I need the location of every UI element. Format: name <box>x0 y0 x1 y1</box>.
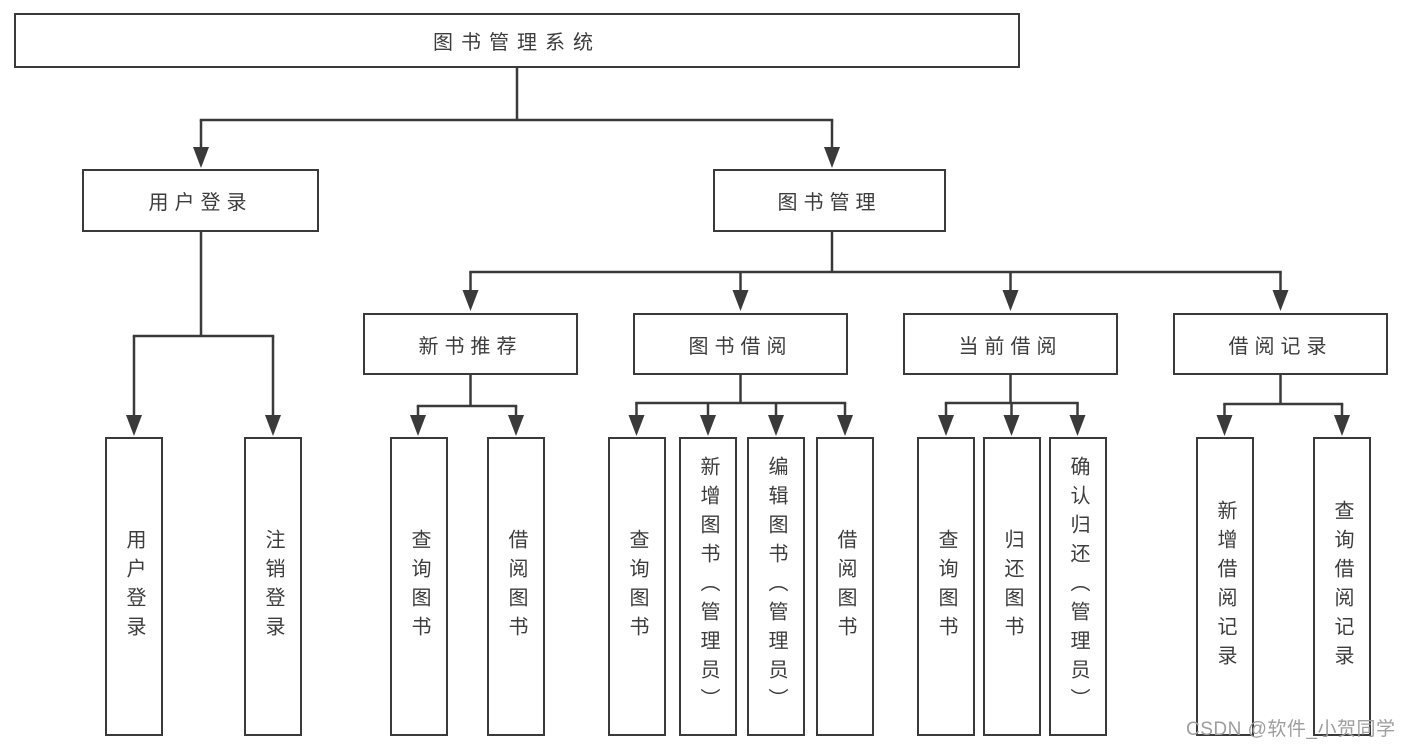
node-leaf-query-book-2-label: 查询图书 <box>626 528 648 645</box>
node-leaf-borrow-book-2: 借阅图书 <box>816 437 874 736</box>
watermark: CSDN @软件_小贺同学 <box>1186 719 1396 740</box>
node-leaf-query-borrow-record-label: 查询借阅记录 <box>1331 499 1353 674</box>
node-leaf-edit-book-label: 编辑图书（管理员） <box>765 456 787 717</box>
node-leaf-add-book-label: 新增图书（管理员） <box>697 456 719 717</box>
node-borrowing-records: 借阅记录 <box>1173 313 1388 375</box>
node-leaf-user-login-label: 用户登录 <box>123 528 145 645</box>
node-borrowing-records-label: 借阅记录 <box>1228 335 1333 358</box>
node-leaf-borrow-book-1: 借阅图书 <box>487 437 545 736</box>
node-root-label: 图书管理系统 <box>433 32 601 54</box>
node-book-management-label: 图书管理 <box>777 192 882 214</box>
node-book-management: 图书管理 <box>713 169 946 232</box>
node-leaf-borrow-book-2-label: 借阅图书 <box>834 528 856 645</box>
node-leaf-add-book: 新增图书（管理员） <box>679 437 737 736</box>
node-leaf-query-book-2: 查询图书 <box>608 437 666 736</box>
node-leaf-logout: 注销登录 <box>244 437 302 736</box>
node-leaf-query-book-1: 查询图书 <box>390 437 448 736</box>
node-leaf-user-login: 用户登录 <box>105 437 163 736</box>
node-book-borrowing: 图书借阅 <box>633 313 848 375</box>
node-leaf-return-book: 归还图书 <box>983 437 1041 736</box>
node-root: 图书管理系统 <box>14 13 1020 68</box>
node-current-borrowing: 当前借阅 <box>903 313 1118 375</box>
node-leaf-confirm-return-label: 确认归还（管理员） <box>1067 456 1089 717</box>
node-leaf-query-borrow-record: 查询借阅记录 <box>1313 437 1371 736</box>
node-leaf-add-borrow-record-label: 新增借阅记录 <box>1214 499 1236 674</box>
node-leaf-query-book-3: 查询图书 <box>917 437 975 736</box>
node-leaf-confirm-return: 确认归还（管理员） <box>1049 437 1107 736</box>
node-leaf-logout-label: 注销登录 <box>262 528 284 645</box>
node-new-book-recommend: 新书推荐 <box>363 313 578 375</box>
node-leaf-return-book-label: 归还图书 <box>1001 528 1023 645</box>
node-leaf-query-book-3-label: 查询图书 <box>935 528 957 645</box>
node-leaf-query-book-1-label: 查询图书 <box>408 528 430 645</box>
node-current-borrowing-label: 当前借阅 <box>958 335 1063 358</box>
node-leaf-edit-book: 编辑图书（管理员） <box>747 437 805 736</box>
node-user-login-label: 用户登录 <box>148 192 253 214</box>
node-user-login: 用户登录 <box>82 169 319 232</box>
node-book-borrowing-label: 图书借阅 <box>688 335 793 358</box>
node-new-book-recommend-label: 新书推荐 <box>418 335 523 358</box>
node-leaf-add-borrow-record: 新增借阅记录 <box>1196 437 1254 736</box>
node-leaf-borrow-book-1-label: 借阅图书 <box>505 528 527 645</box>
